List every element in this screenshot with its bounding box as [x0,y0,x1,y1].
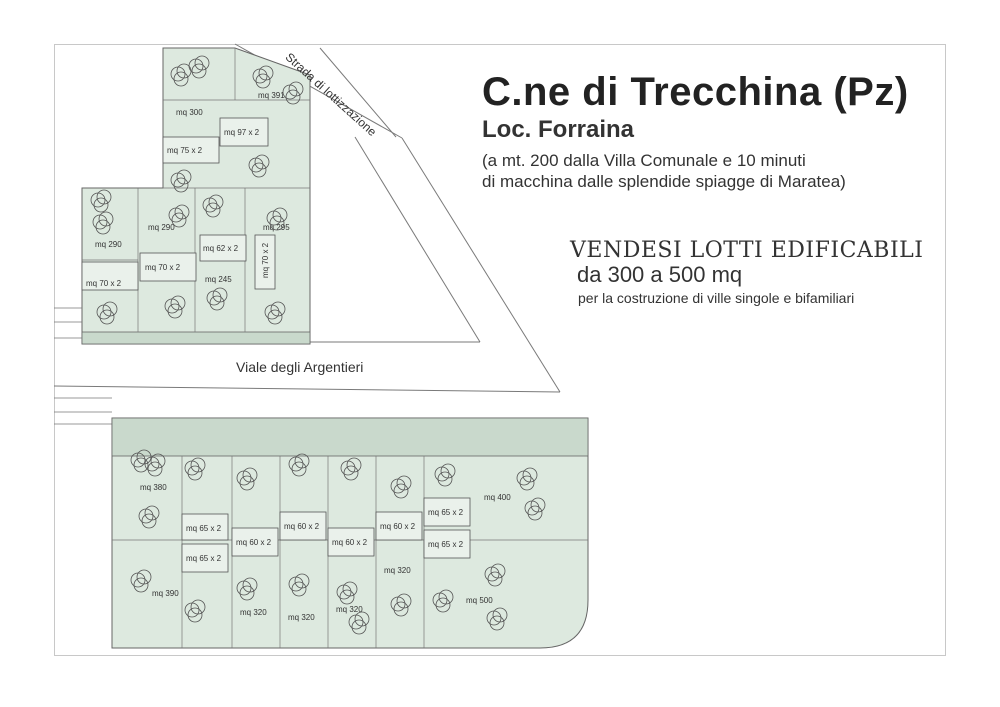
tree-icon [188,55,210,79]
tree-icon [236,467,258,491]
tree-icon [164,295,186,319]
street-label-viale: Viale degli Argentieri [236,359,364,375]
lot-label: mq 400 [484,493,511,502]
tree-icon [206,287,228,311]
tree-icon [336,581,358,605]
house-label: mq 75 x 2 [167,146,203,155]
tree-icon [184,599,206,623]
tree-icon [390,475,412,499]
tree-icon [282,81,304,105]
house-label: mq 60 x 2 [332,538,368,547]
lot-label: mq 500 [466,596,493,605]
tree-icon [252,65,274,89]
tree-icon [130,569,152,593]
lot-label: mq 290 [95,240,122,249]
house-label: mq 65 x 2 [428,540,464,549]
house-label: mq 65 x 2 [186,524,222,533]
map-frame [54,44,946,656]
page-title: C.ne di Trecchina (Pz) [482,70,909,114]
tree-icon [434,463,456,487]
sale-purpose: per la costruzione di ville singole e bi… [578,290,855,306]
tree-icon [170,169,192,193]
house-label: mq 60 x 2 [236,538,272,547]
south-hatch-strip [111,417,589,457]
tree-icon [202,194,224,218]
tree-icon [264,301,286,325]
road-lines [53,43,561,393]
house-label: mq 97 x 2 [224,128,260,137]
tree-icon [288,453,310,477]
tree-icon [340,457,362,481]
location-note-line2: di macchina dalle splendide spiagge di M… [482,172,846,191]
sale-size-range: da 300 a 500 mq [577,262,743,287]
sale-headline: VENDESI LOTTI EDIFICABILI [570,238,924,263]
lot-label: mq 320 [240,608,267,617]
lot-label: mq 380 [140,483,167,492]
tree-icon [144,453,166,477]
lot-label: mq 320 [384,566,411,575]
left-stubs [54,307,112,425]
south-block: mq 380 mq 400 mq 390 mq 320 mq 320 mq 32… [111,417,589,649]
tree-icon [524,497,546,521]
tree-icon [266,207,288,231]
tree-icon [138,505,160,529]
tree-symbols [90,55,546,635]
house-label: mq 65 x 2 [428,508,464,517]
lot-label: mq 320 [288,613,315,622]
house-label: mq 70 x 2 [261,242,270,278]
tree-icon [432,589,454,613]
tree-icon [486,607,508,631]
lot-label: mq 295 [263,223,290,232]
north-hatch-strip [81,331,311,345]
lot-label: mq 245 [205,275,232,284]
house-label: mq 70 x 2 [145,263,181,272]
tree-icon [96,301,118,325]
tree-icon [348,611,370,635]
tree-icon [90,189,112,213]
house-label: mq 60 x 2 [284,522,320,531]
tree-icon [288,573,310,597]
tree-icon [184,457,206,481]
south-house-rects [181,497,471,573]
lot-label: mq 390 [152,589,179,598]
house-label: mq 70 x 2 [86,279,122,288]
tree-icon [236,577,258,601]
lot-label: mq 290 [148,223,175,232]
lot-label: mq 320 [336,605,363,614]
house-label: mq 60 x 2 [380,522,416,531]
locality-subtitle: Loc. Forraina [482,116,635,143]
north-block: mq 300 mq 391 mq 290 mq 290 mq 295 mq 24… [81,47,311,345]
tree-icon [390,593,412,617]
house-label: mq 62 x 2 [203,244,239,253]
tree-icon [516,467,538,491]
house-label: mq 65 x 2 [186,554,222,563]
location-note-line1: (a mt. 200 dalla Villa Comunale e 10 min… [482,151,806,170]
tree-icon [92,211,114,235]
tree-icon [168,204,190,228]
tree-icon [248,154,270,178]
north-house-rects [81,117,276,291]
lot-label: mq 300 [176,108,203,117]
lot-label: mq 391 [258,91,285,100]
tree-icon [484,563,506,587]
